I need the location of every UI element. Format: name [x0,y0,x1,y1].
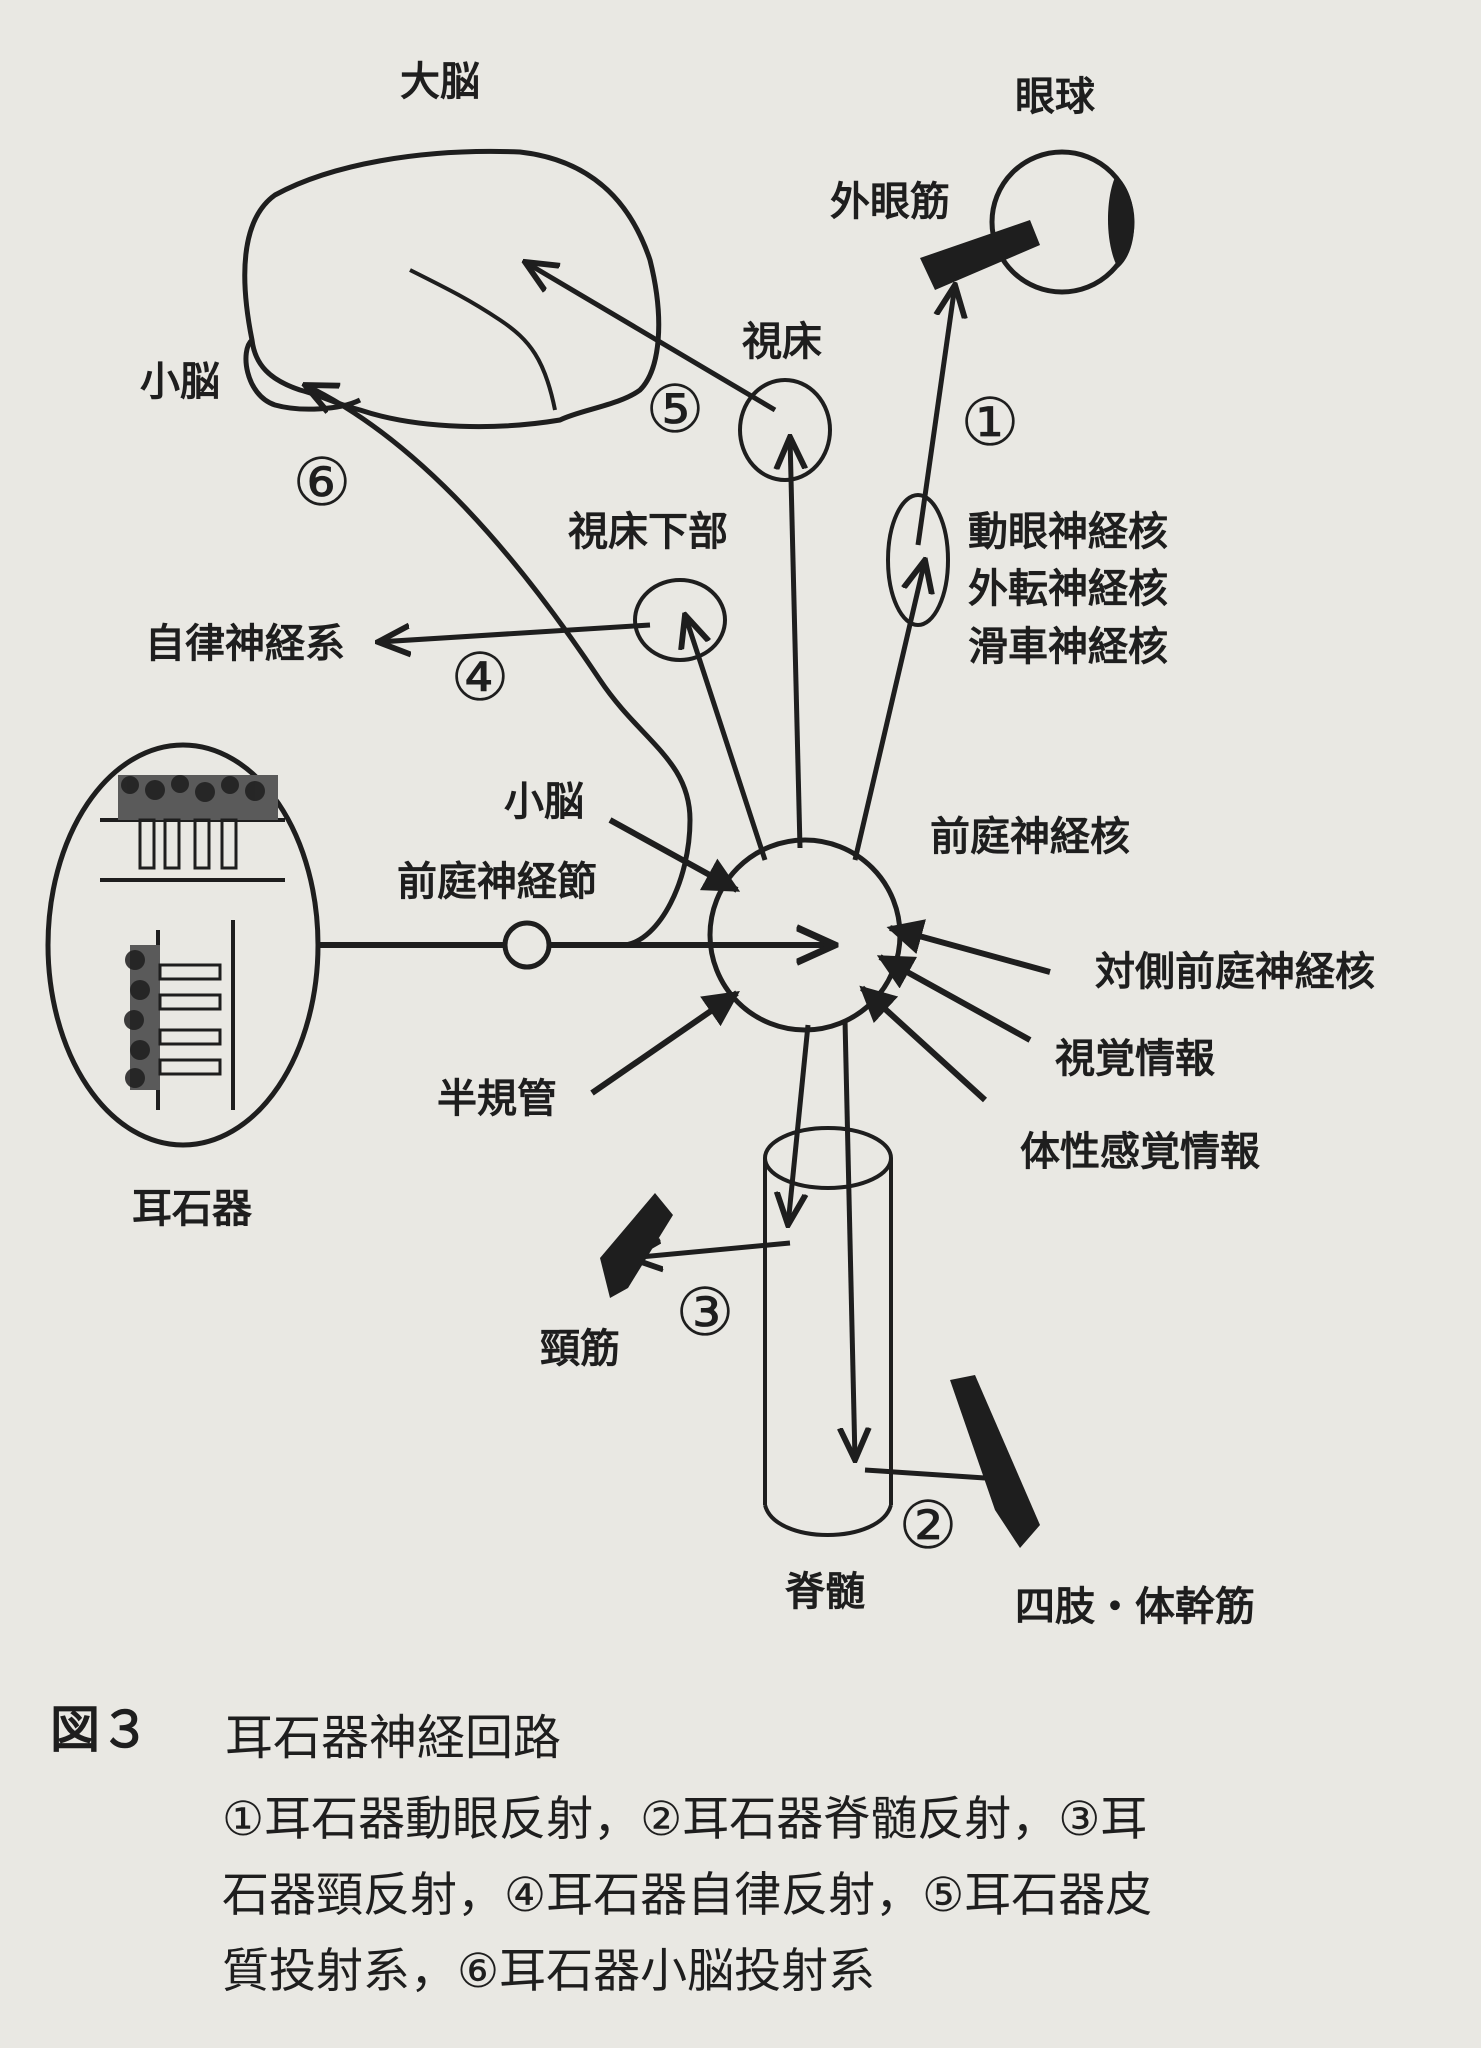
pathway-3-number: ③ [675,1274,734,1351]
pathway-2-number: ② [898,1487,957,1564]
somatosensory-input-arrow [859,985,988,1103]
nucleus-to-neck-arrow [788,1024,811,1225]
pathway-3-arrow [630,1243,791,1258]
pathway-1-number: ① [960,384,1019,461]
thalamus-label: 視床 [742,319,822,365]
semicircular-label: 半規管 [437,1076,557,1122]
saccule-hair-cells [124,920,235,1110]
semicircular-input-arrow [590,990,740,1096]
vestibular-ganglion-label: 前庭神経節 [397,859,597,905]
visual-label: 視覚情報 [1055,1036,1215,1082]
vestibular-nucleus-label: 前庭神経核 [930,814,1130,860]
hypothalamus-node [633,578,727,662]
cerebellum-input-label: 小脳 [504,779,584,825]
oculomotor-nuclei-node [886,493,950,627]
figure-title: 耳石器神経回路 [225,1710,562,1766]
otolith-circuit-diagram: 大脳 眼球 外眼筋 視床 小脳 視床下部 動眼神経核 外転神経核 滑車神経核 自… [45,59,1375,1630]
somatosensory-label: 体性感覚情報 [1020,1129,1260,1175]
pathway-4-number: ④ [450,639,509,716]
extraocular-muscle-shape [920,220,1040,290]
pathway-6-number: ⑥ [292,444,351,521]
cerebellum-shape [243,338,362,412]
brain-sulcus [409,268,557,411]
vestibular-ganglion-node [502,920,552,970]
oculomotor-nucleus-label: 動眼神経核 [968,509,1168,555]
contralateral-label: 対側前庭神経核 [1095,949,1375,995]
otolith-label: 耳石器 [132,1186,253,1232]
hypothalamus-label: 視床下部 [568,509,728,555]
caption-line-3: 質投射系，⑥耳石器小脳投射系 [222,1944,876,1999]
contralateral-input-arrow [886,919,1051,975]
spinal-cord-label: 脊髄 [785,1569,865,1615]
otolith-organ-shape [45,742,321,1148]
pathway-6-arrow [305,385,693,948]
utricle-hair-cells [100,775,285,882]
pathway-4-arrow [378,622,651,642]
cerebrum-label: 大脳 [400,59,480,105]
nucleus-to-limb-arrow [845,1019,855,1460]
thalamus-node [738,378,832,482]
vestibular-nucleus-node [707,837,903,1033]
spinal-cord-shape [763,1126,893,1537]
pathway-1-arrow [915,285,955,546]
trochlear-nucleus-label: 滑車神経核 [968,624,1168,670]
limb-muscle-shape [950,1375,1040,1548]
caption-line-2: 石器頸反射，④耳石器自律反射，⑤耳石器皮 [222,1868,1153,1923]
figure-caption: ①耳石器動眼反射，②耳石器脊髄反射，③耳 石器頸反射，④耳石器自律反射，⑤耳石器… [222,1782,1432,2010]
pathway-2-arrow [864,1467,986,1481]
cerebellum-input-arrow [608,817,741,893]
nucleus-to-oculomotor-arrow [852,560,925,861]
extraocular-muscle-label: 外眼筋 [830,179,950,225]
neck-muscle-shape [600,1193,673,1298]
figure-label: 図３ [50,1701,150,1759]
nucleus-to-thalamus-arrow [790,437,800,849]
cerebellum-top-label: 小脳 [140,359,220,405]
eyeball-label: 眼球 [1015,74,1096,120]
visual-input-arrow [876,954,1032,1043]
abducens-nucleus-label: 外転神経核 [968,566,1168,612]
iris-shape [1107,175,1135,268]
nucleus-to-hypothalamus-arrow [685,615,768,861]
pathway-5-number: ⑤ [645,371,704,448]
autonomic-label: 自律神経系 [145,621,345,667]
neck-muscle-label: 頸筋 [540,1326,620,1372]
caption-line-1: ①耳石器動眼反射，②耳石器脊髄反射，③耳 [222,1792,1148,1847]
limb-muscle-label: 四肢・体幹筋 [1015,1584,1255,1630]
pathway-5-arrow [525,262,777,413]
